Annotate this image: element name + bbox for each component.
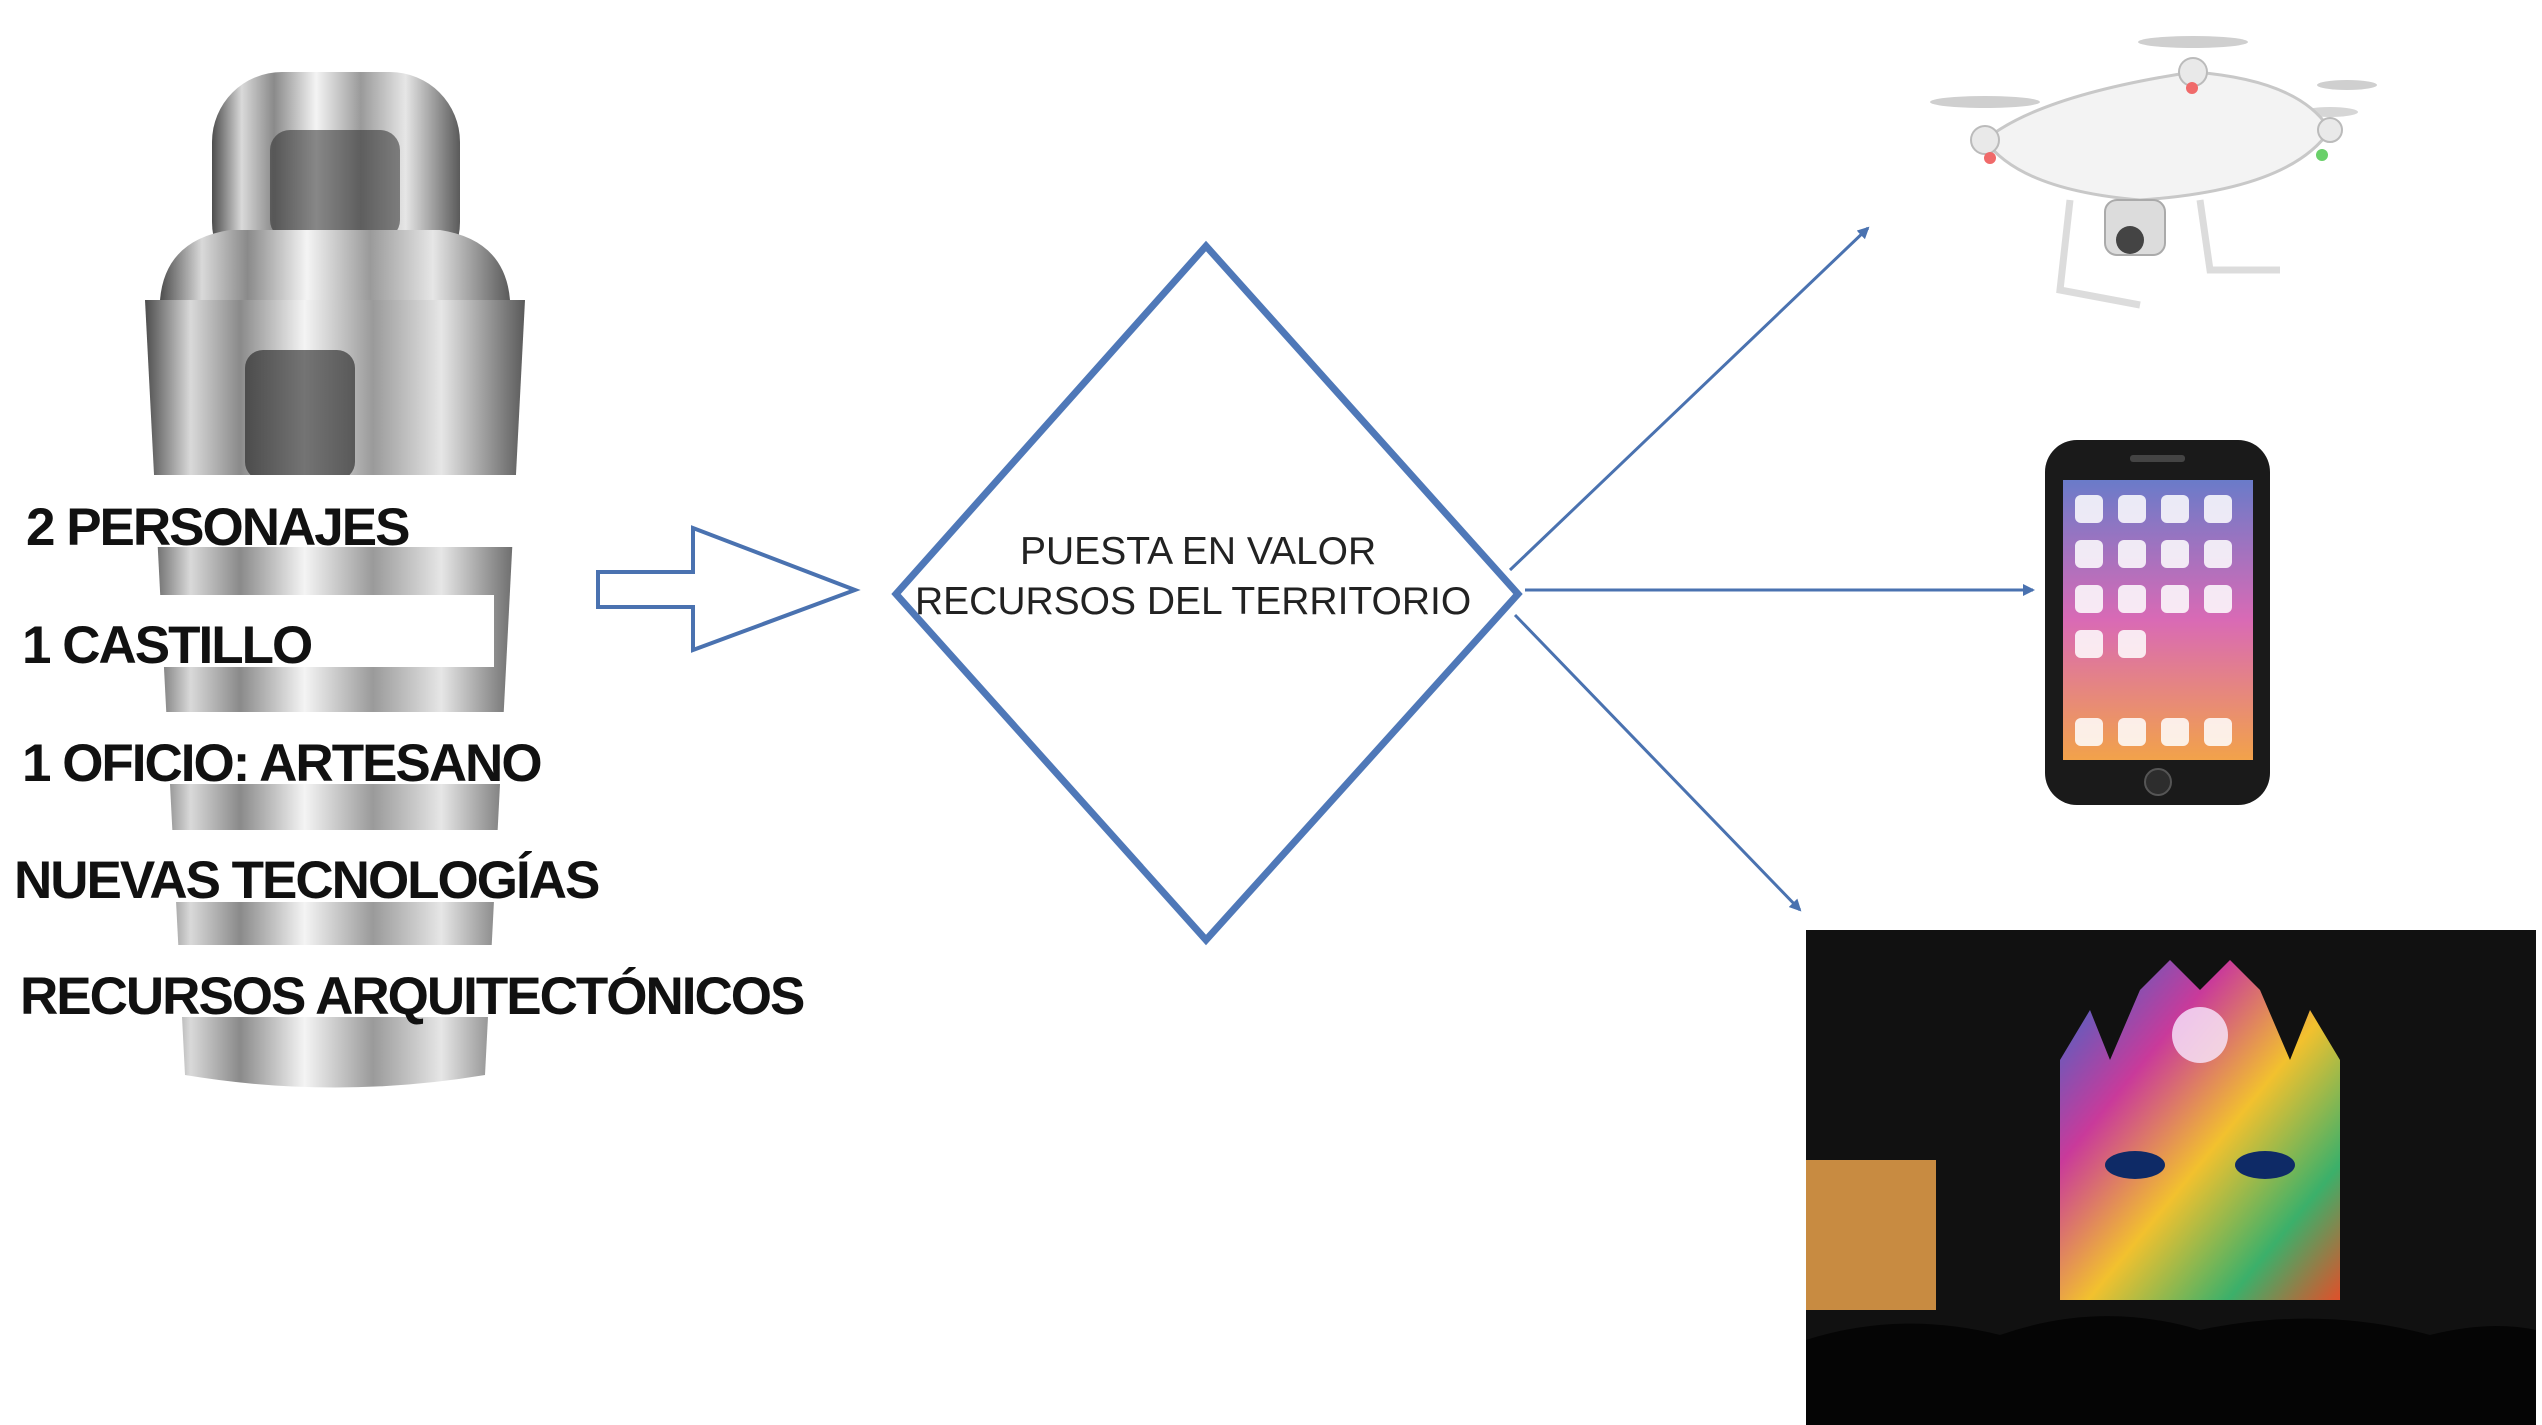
center-diamond bbox=[891, 240, 1523, 946]
input-arrow bbox=[596, 525, 861, 653]
ingredient-nuevas-tecnologias: NUEVAS TECNOLOGÍAS bbox=[14, 851, 600, 910]
center-text-line2: RECURSOS DEL TERRITORIO bbox=[915, 580, 1472, 623]
arrow-to-projection bbox=[1513, 613, 1802, 912]
ingredient-castillo: 1 CASTILLO bbox=[22, 616, 313, 675]
drone-image bbox=[1930, 36, 2377, 309]
ingredient-personajes: 2 PERSONAJES bbox=[26, 498, 410, 557]
ingredient-oficio: 1 OFICIO: ARTESANO bbox=[22, 734, 543, 793]
cocktail-shaker-image bbox=[145, 72, 525, 1088]
center-text-line1: PUESTA EN VALOR bbox=[1020, 530, 1377, 573]
arrow-to-drone bbox=[1508, 226, 1870, 572]
projection-mapping-image bbox=[1806, 930, 2536, 1425]
ingredient-labels-bg bbox=[10, 475, 834, 1017]
ingredient-recursos-arquitectonicos: RECURSOS ARQUITECTÓNICOS bbox=[20, 967, 805, 1026]
smartphone-image bbox=[2045, 440, 2270, 805]
